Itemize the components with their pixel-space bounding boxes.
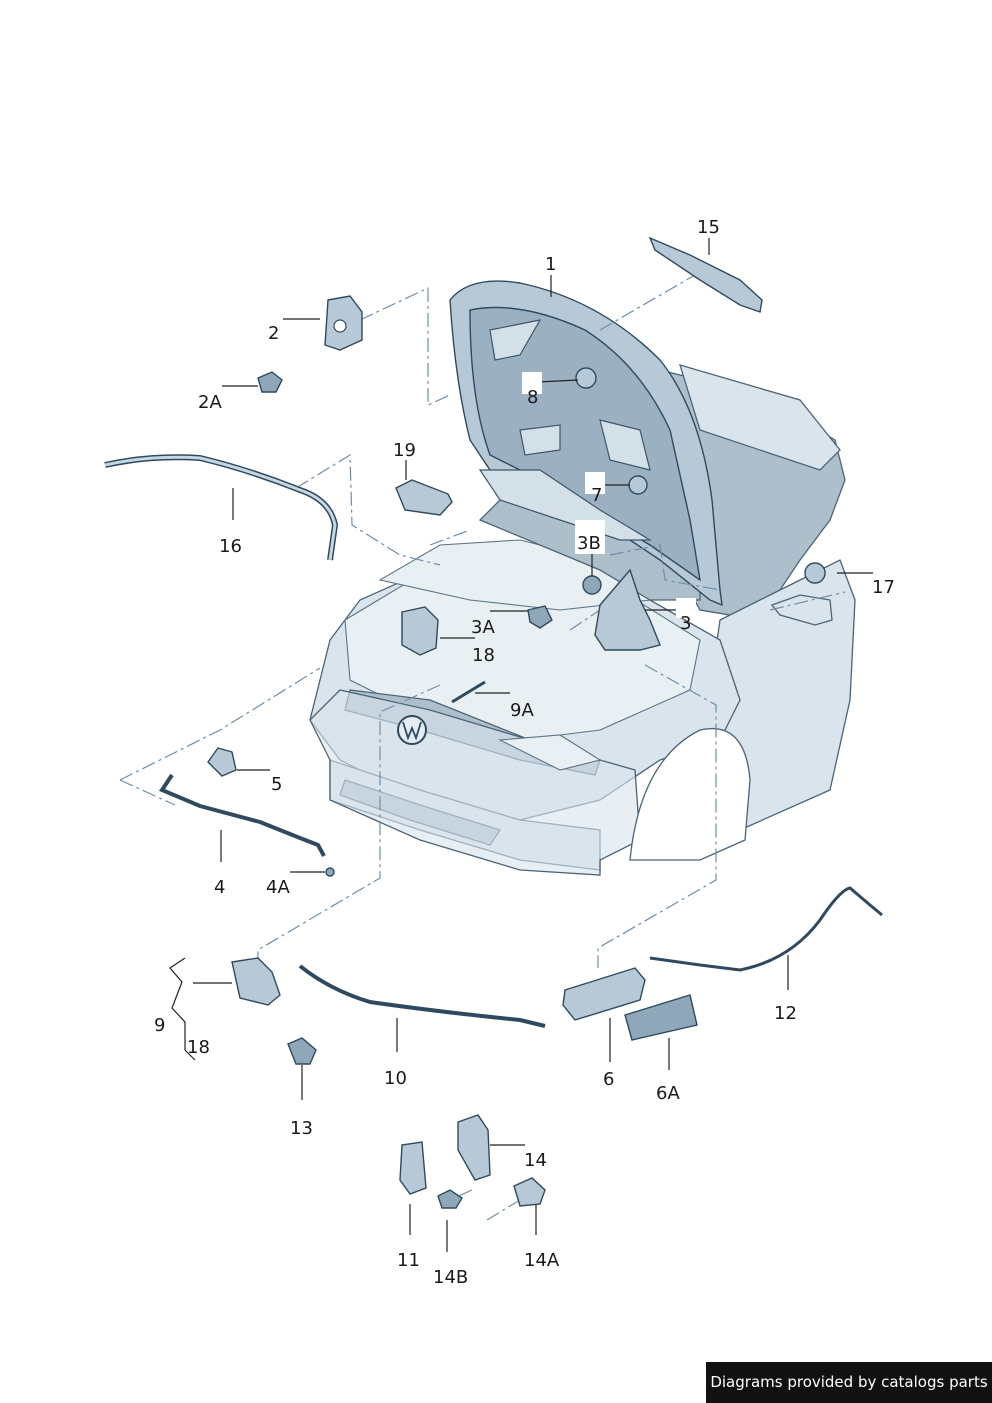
part-18-lock [401, 606, 439, 656]
label-13: 13 [290, 1118, 313, 1139]
label-18-bottom: 18 [187, 1037, 210, 1058]
part-8-buffer [575, 367, 597, 389]
label-17: 17 [872, 577, 895, 598]
label-11: 11 [397, 1250, 420, 1271]
part-13-screw [287, 1037, 317, 1065]
label-2A: 2A [198, 392, 222, 413]
label-18-top: 18 [472, 645, 495, 666]
label-16: 16 [219, 536, 242, 557]
label-4A: 4A [266, 877, 290, 898]
label-12: 12 [774, 1003, 797, 1024]
label-8: 8 [527, 387, 538, 408]
part-19-bracket [395, 479, 453, 516]
part-14A-nut [513, 1177, 546, 1207]
label-5: 5 [271, 774, 282, 795]
label-3A: 3A [471, 617, 495, 638]
label-14A: 14A [524, 1250, 560, 1271]
label-7: 7 [591, 485, 602, 506]
part-4A-grommet [325, 867, 335, 877]
label-14B: 14B [433, 1267, 468, 1288]
part-2A-bolt [257, 371, 283, 393]
part-14B-screw [437, 1189, 463, 1209]
label-15: 15 [697, 217, 720, 238]
part-6-handle [562, 967, 646, 1021]
part-9A-rod [451, 680, 486, 704]
part-6A-cover [624, 994, 698, 1041]
callout-labels: 15 1 2 2A 8 19 7 16 3B 17 3 3A 18 9A 5 4… [154, 217, 895, 1288]
part-4-prop-rod [158, 773, 326, 857]
label-9: 9 [154, 1015, 165, 1036]
credit-text: Diagrams provided by catalogs parts [710, 1373, 988, 1391]
label-14: 14 [524, 1150, 547, 1171]
part-15-seal-strip [648, 236, 763, 313]
label-1: 1 [545, 254, 556, 275]
label-4: 4 [214, 877, 225, 898]
dashed-leaders [119, 274, 846, 1221]
part-7-buffer [628, 475, 648, 495]
label-3: 3 [680, 613, 691, 634]
label-9A: 9A [510, 700, 534, 721]
credit-banner: Diagrams provided by catalogs parts [706, 1362, 992, 1403]
part-3-hinge [594, 568, 661, 651]
label-3B: 3B [577, 533, 601, 554]
part-3B-nut [582, 575, 602, 595]
leader-lines [169, 238, 873, 1252]
part-17-buffer [804, 562, 826, 584]
part-11-handle [399, 1141, 427, 1195]
label-6A: 6A [656, 1083, 680, 1104]
part-14-bracket [457, 1114, 491, 1181]
part-10-cable [298, 964, 546, 1028]
part-3A-bolt [527, 605, 553, 629]
label-19: 19 [393, 440, 416, 461]
label-10: 10 [384, 1068, 407, 1089]
part-9-lock [231, 957, 281, 1006]
part-5-clip [207, 747, 237, 777]
label-2: 2 [268, 323, 279, 344]
part-12-cable [649, 886, 883, 972]
label-6: 6 [603, 1069, 614, 1090]
